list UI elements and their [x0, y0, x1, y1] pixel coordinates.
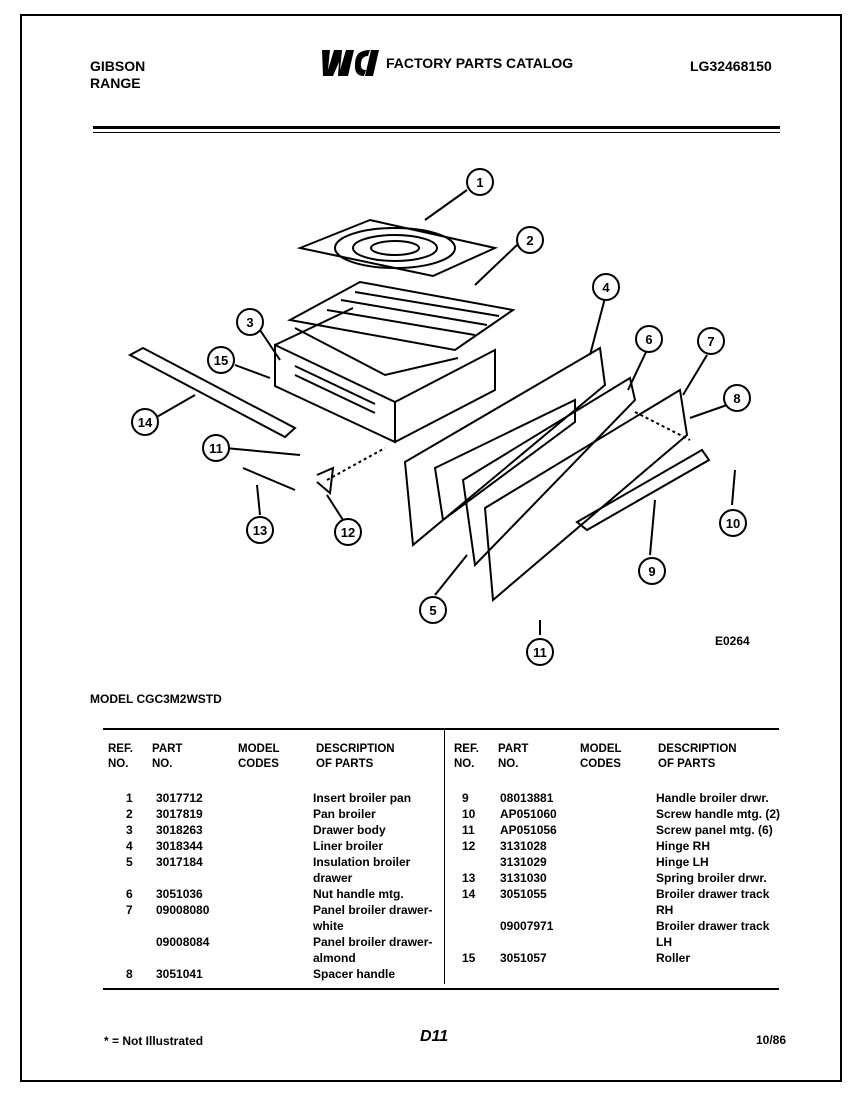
- callout-2: 2: [516, 226, 544, 254]
- svg-text:9: 9: [648, 564, 655, 579]
- svg-text:10: 10: [726, 516, 740, 531]
- svg-text:2: 2: [526, 233, 533, 248]
- drawer-track: [127, 346, 297, 439]
- svg-text:13: 13: [253, 523, 267, 538]
- svg-text:7: 7: [707, 334, 714, 349]
- brand-block: GIBSON RANGE: [90, 58, 145, 92]
- callout-9: 9: [638, 557, 666, 585]
- svg-text:5: 5: [429, 603, 436, 618]
- brand-line2: RANGE: [90, 75, 141, 91]
- handle-broiler-drawer: [575, 448, 711, 532]
- svg-text:15: 15: [214, 353, 228, 368]
- header-rule-thin: [93, 132, 780, 133]
- callout-14: 14: [131, 408, 159, 436]
- callout-11-bottom: 11: [526, 638, 554, 666]
- callout-13: 13: [246, 516, 274, 544]
- hinge: [316, 466, 335, 495]
- brand-line1: GIBSON: [90, 58, 146, 74]
- wci-logo: [322, 50, 379, 76]
- table-divider: [444, 730, 445, 984]
- catalog-date: 10/86: [756, 1033, 787, 1047]
- callout-1: 1: [466, 168, 494, 196]
- parts-table: [103, 728, 779, 990]
- callout-5: 5: [419, 596, 447, 624]
- svg-text:6: 6: [645, 332, 652, 347]
- insulation: [461, 376, 637, 568]
- callout-8: 8: [723, 384, 751, 412]
- right-desc-column: Handle broiler drwr.Screw handle mtg. (2…: [656, 791, 781, 965]
- exploded-parts-diagram: 1 2 3 4 5 6 7 8 9 10 11 11 12 13 14 15: [127, 168, 751, 666]
- callout-11-hinge: 11: [202, 434, 230, 462]
- header-rule-thick: [93, 126, 780, 129]
- svg-text:11: 11: [533, 645, 547, 660]
- callout-10: 10: [719, 509, 747, 537]
- callout-4: 4: [592, 273, 620, 301]
- model-number: MODEL CGC3M2WSTD: [90, 692, 222, 706]
- insert-broiler-pan: [296, 218, 499, 278]
- panel-broiler-drawer: [483, 388, 689, 603]
- callout-6: 6: [635, 325, 663, 353]
- header-ref: REF.NO.: [108, 743, 133, 770]
- page-number: D11: [420, 1028, 449, 1045]
- not-illustrated-note: * = Not Illustrated: [104, 1034, 204, 1048]
- callout-15: 15: [207, 346, 235, 374]
- catalog-heading: FACTORY PARTS CATALOG: [318, 48, 573, 78]
- callout-7: 7: [697, 327, 725, 355]
- page-frame: [20, 14, 842, 1082]
- svg-text:14: 14: [138, 415, 153, 430]
- svg-text:4: 4: [602, 280, 610, 295]
- header-ref-right: REF.NO.: [454, 743, 479, 770]
- callout-12: 12: [334, 518, 362, 546]
- pan-broiler: [287, 280, 516, 352]
- figure-code: E0264: [715, 634, 750, 648]
- svg-text:1: 1: [476, 175, 483, 190]
- svg-text:12: 12: [341, 525, 355, 540]
- svg-text:8: 8: [733, 391, 740, 406]
- liner-broiler: [403, 346, 607, 547]
- catalog-title: FACTORY PARTS CATALOG: [386, 55, 574, 71]
- svg-text:11: 11: [209, 441, 223, 456]
- svg-text:3: 3: [246, 315, 253, 330]
- catalog-number: LG32468150: [690, 58, 772, 74]
- callout-3: 3: [236, 308, 264, 336]
